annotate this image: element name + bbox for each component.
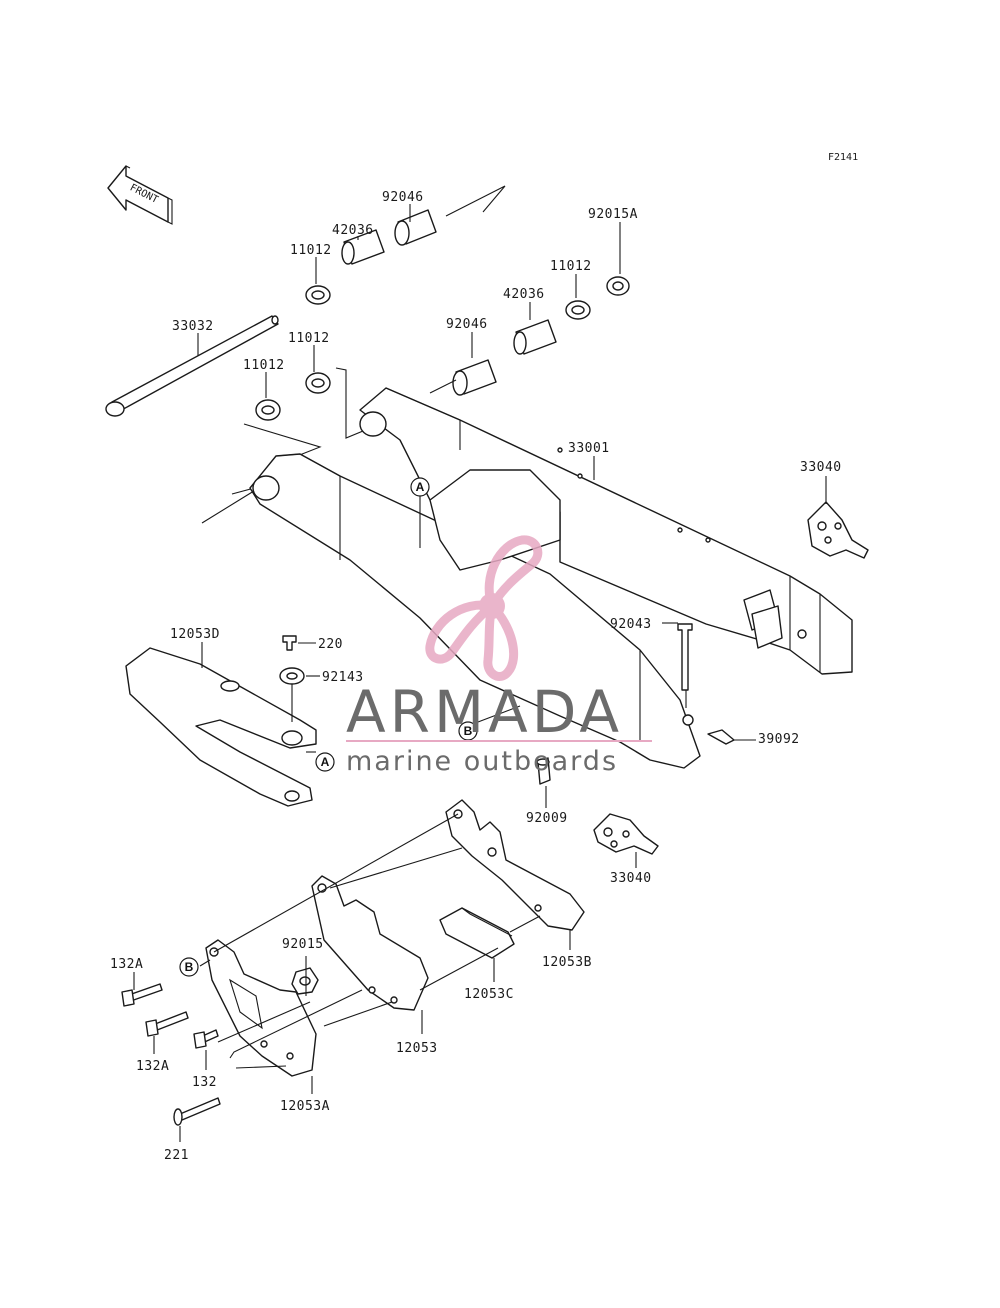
part-label: 39092 <box>758 732 800 747</box>
chain-slipper <box>125 647 317 807</box>
bolt-221 <box>173 1097 221 1126</box>
callout-b-lower: B <box>179 957 199 977</box>
callout-a-upper: A <box>410 477 430 497</box>
part-label: 132A <box>110 957 143 972</box>
part-label: 12053A <box>280 1099 330 1114</box>
chain-guide-12053B <box>445 799 585 931</box>
bolt-220 <box>282 635 297 651</box>
part-labels: 92046 42036 11012 33032 11012 11012 9201… <box>110 190 842 1163</box>
front-arrow-icon: FRONT <box>107 165 173 225</box>
chain-guide-12053C <box>439 907 515 959</box>
part-label: 132 <box>192 1075 217 1090</box>
part-label: 11012 <box>290 243 332 258</box>
part-label: 12053 <box>396 1041 438 1056</box>
washer-92143 <box>279 667 305 722</box>
svg-text:A: A <box>416 480 425 494</box>
part-label: 33032 <box>172 319 214 334</box>
part-label: 11012 <box>288 331 330 346</box>
part-label: 92143 <box>322 670 364 685</box>
bolt-132 <box>193 1029 219 1049</box>
chain-guide-stud <box>536 757 551 785</box>
part-label: 132A <box>136 1059 169 1074</box>
part-label: 12053D <box>170 627 220 642</box>
bolt-132A-upper <box>121 983 163 1007</box>
bushing-seal-parts <box>255 209 630 421</box>
part-label: 221 <box>164 1148 189 1163</box>
callout-b-upper: B <box>458 721 478 741</box>
watermark-rule <box>346 740 652 742</box>
nut-92015 <box>291 967 319 995</box>
part-label: 33040 <box>800 460 842 475</box>
watermark-logo-icon <box>425 535 543 681</box>
part-label: 92015 <box>282 937 324 952</box>
watermark-name: ARMADA <box>346 678 623 746</box>
part-label: 33040 <box>610 871 652 886</box>
part-label: 11012 <box>550 259 592 274</box>
part-label: 92009 <box>526 811 568 826</box>
svg-text:B: B <box>464 724 473 738</box>
chain-guide-12053 <box>311 875 429 1011</box>
callout-a-lower: A <box>315 752 335 772</box>
part-label: 92046 <box>446 317 488 332</box>
part-label: 12053C <box>464 987 514 1002</box>
chain-adjuster-lower <box>593 813 659 855</box>
part-label: 220 <box>318 637 343 652</box>
part-label: 11012 <box>243 358 285 373</box>
diagram-ref-code: F2141 <box>828 152 858 163</box>
chain-adjuster-upper <box>807 501 869 559</box>
part-label: 33001 <box>568 441 610 456</box>
part-label: 92015A <box>588 207 638 222</box>
part-label: 92046 <box>382 190 424 205</box>
svg-text:B: B <box>185 960 194 974</box>
swingarm <box>249 387 853 769</box>
part-label: 42036 <box>503 287 545 302</box>
leader-lines <box>133 204 827 1142</box>
part-label: 12053B <box>542 955 592 970</box>
watermark-tagline: marine outboards <box>346 746 618 777</box>
part-label: 92043 <box>610 617 652 632</box>
chain-guide-12053A <box>205 939 317 1077</box>
lower-assembly-lines <box>213 813 541 1069</box>
cotter-pin <box>707 729 735 745</box>
bolt-132A-lower <box>145 1011 189 1037</box>
svg-text:A: A <box>321 755 330 769</box>
pivot-shaft <box>105 315 279 417</box>
adjuster-bolt <box>677 623 693 708</box>
part-label: 42036 <box>332 223 374 238</box>
